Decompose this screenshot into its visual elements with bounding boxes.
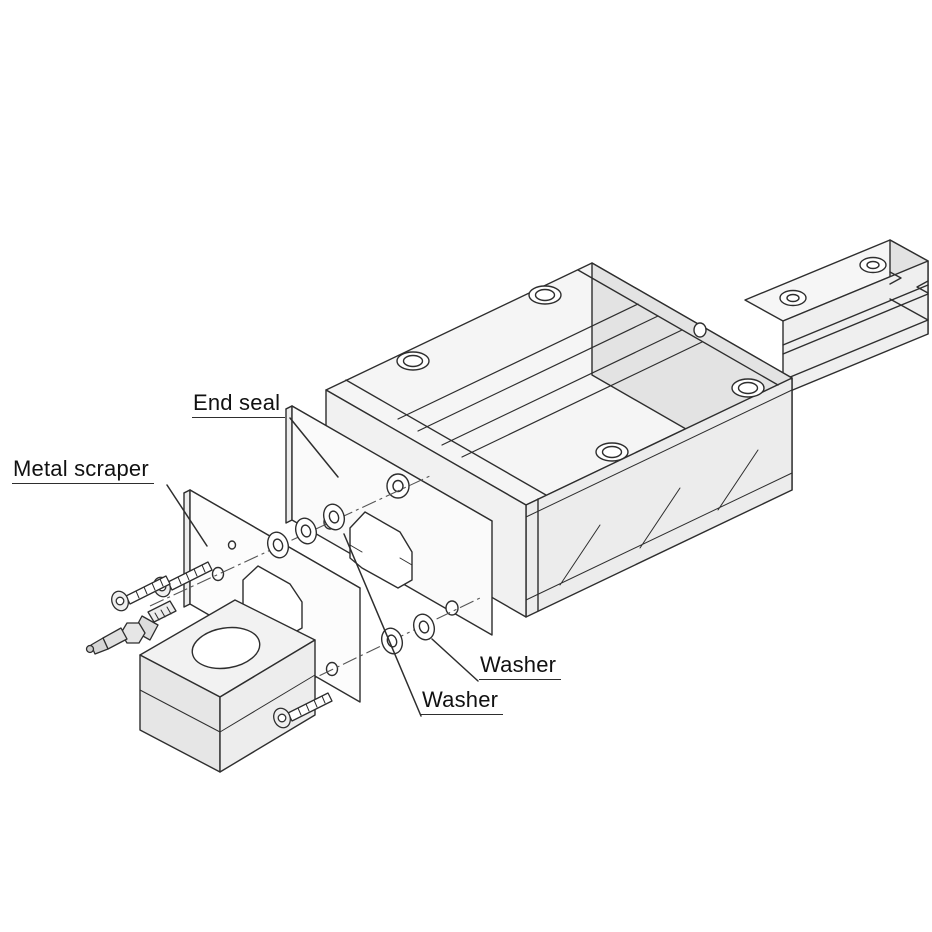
end-seal-leader-line bbox=[289, 417, 339, 478]
nipple-tip bbox=[90, 637, 109, 655]
washer bbox=[380, 627, 404, 655]
scraper-pin-hole bbox=[227, 540, 237, 550]
washer bbox=[266, 531, 290, 559]
metal-scraper-label: Metal scraper bbox=[12, 457, 154, 484]
rail-side-grooves bbox=[782, 284, 929, 381]
end-seal-label: End seal bbox=[192, 391, 286, 418]
clamp-block bbox=[139, 599, 316, 773]
screw-threads bbox=[135, 578, 164, 599]
leader-lines bbox=[166, 417, 479, 717]
carriage-block bbox=[325, 262, 793, 618]
block-thread-hole bbox=[396, 351, 430, 371]
washers-lower bbox=[380, 613, 436, 655]
washer-1-leader-line bbox=[431, 638, 479, 682]
scraper-screw-hole bbox=[211, 566, 225, 582]
seal-face bbox=[291, 405, 493, 636]
washer-label-2: Washer bbox=[421, 688, 504, 715]
screw-socket bbox=[115, 596, 125, 606]
washers-upper bbox=[266, 503, 346, 559]
seal-edge-left bbox=[285, 405, 293, 524]
block-thread-hole bbox=[528, 285, 562, 305]
washer bbox=[322, 503, 346, 531]
screw-socket bbox=[277, 713, 287, 723]
thread-hole-inner bbox=[534, 288, 556, 302]
screw-threads bbox=[297, 695, 326, 716]
seal-cutout-notches bbox=[349, 544, 413, 566]
rail-mounting-hole bbox=[859, 256, 887, 274]
block-center-band-lines bbox=[397, 303, 703, 458]
screw-threads bbox=[177, 564, 206, 585]
socket-screw bbox=[111, 575, 171, 612]
washer-label-1: Washer bbox=[479, 653, 562, 680]
rail-hole-inner bbox=[866, 260, 880, 270]
socket-screw bbox=[273, 692, 333, 729]
clamp-step-line bbox=[139, 674, 316, 733]
grease-port-inner bbox=[392, 479, 404, 493]
grease-nipple bbox=[85, 600, 177, 655]
seal-grease-port bbox=[386, 473, 410, 499]
washer-inner bbox=[300, 524, 312, 538]
scraper-screw-hole bbox=[325, 661, 339, 677]
rail-end-grooves bbox=[889, 271, 929, 321]
seal-screw-hole bbox=[445, 600, 459, 616]
block-thread-hole bbox=[595, 442, 629, 462]
nipple-ball bbox=[85, 644, 95, 654]
block-thread-hole bbox=[731, 378, 765, 398]
block-side-detail-lines bbox=[525, 389, 793, 601]
washer-inner bbox=[328, 510, 340, 524]
nipple-stud-threads bbox=[154, 606, 172, 621]
clamp-bore-hole bbox=[191, 626, 261, 670]
endcap-screw-hole bbox=[693, 322, 707, 338]
thread-hole-inner bbox=[737, 381, 759, 395]
metal-scraper-leader-line bbox=[166, 484, 208, 547]
rail-hole-inner bbox=[786, 293, 800, 303]
washer-inner bbox=[272, 538, 284, 552]
thread-hole-inner bbox=[402, 354, 424, 368]
rail-side-face bbox=[782, 260, 929, 395]
seal-rail-cutout bbox=[349, 511, 413, 589]
rail-mounting-hole bbox=[779, 289, 807, 307]
washer bbox=[412, 613, 436, 641]
washer bbox=[294, 517, 318, 545]
washer-inner bbox=[418, 620, 430, 634]
washer-2-leader-line bbox=[343, 533, 422, 717]
rail bbox=[744, 239, 929, 395]
end-cap-seam-lines bbox=[345, 269, 779, 612]
clamp-side-face bbox=[219, 639, 316, 773]
thread-hole-inner bbox=[601, 445, 623, 459]
washer-inner bbox=[386, 634, 398, 648]
